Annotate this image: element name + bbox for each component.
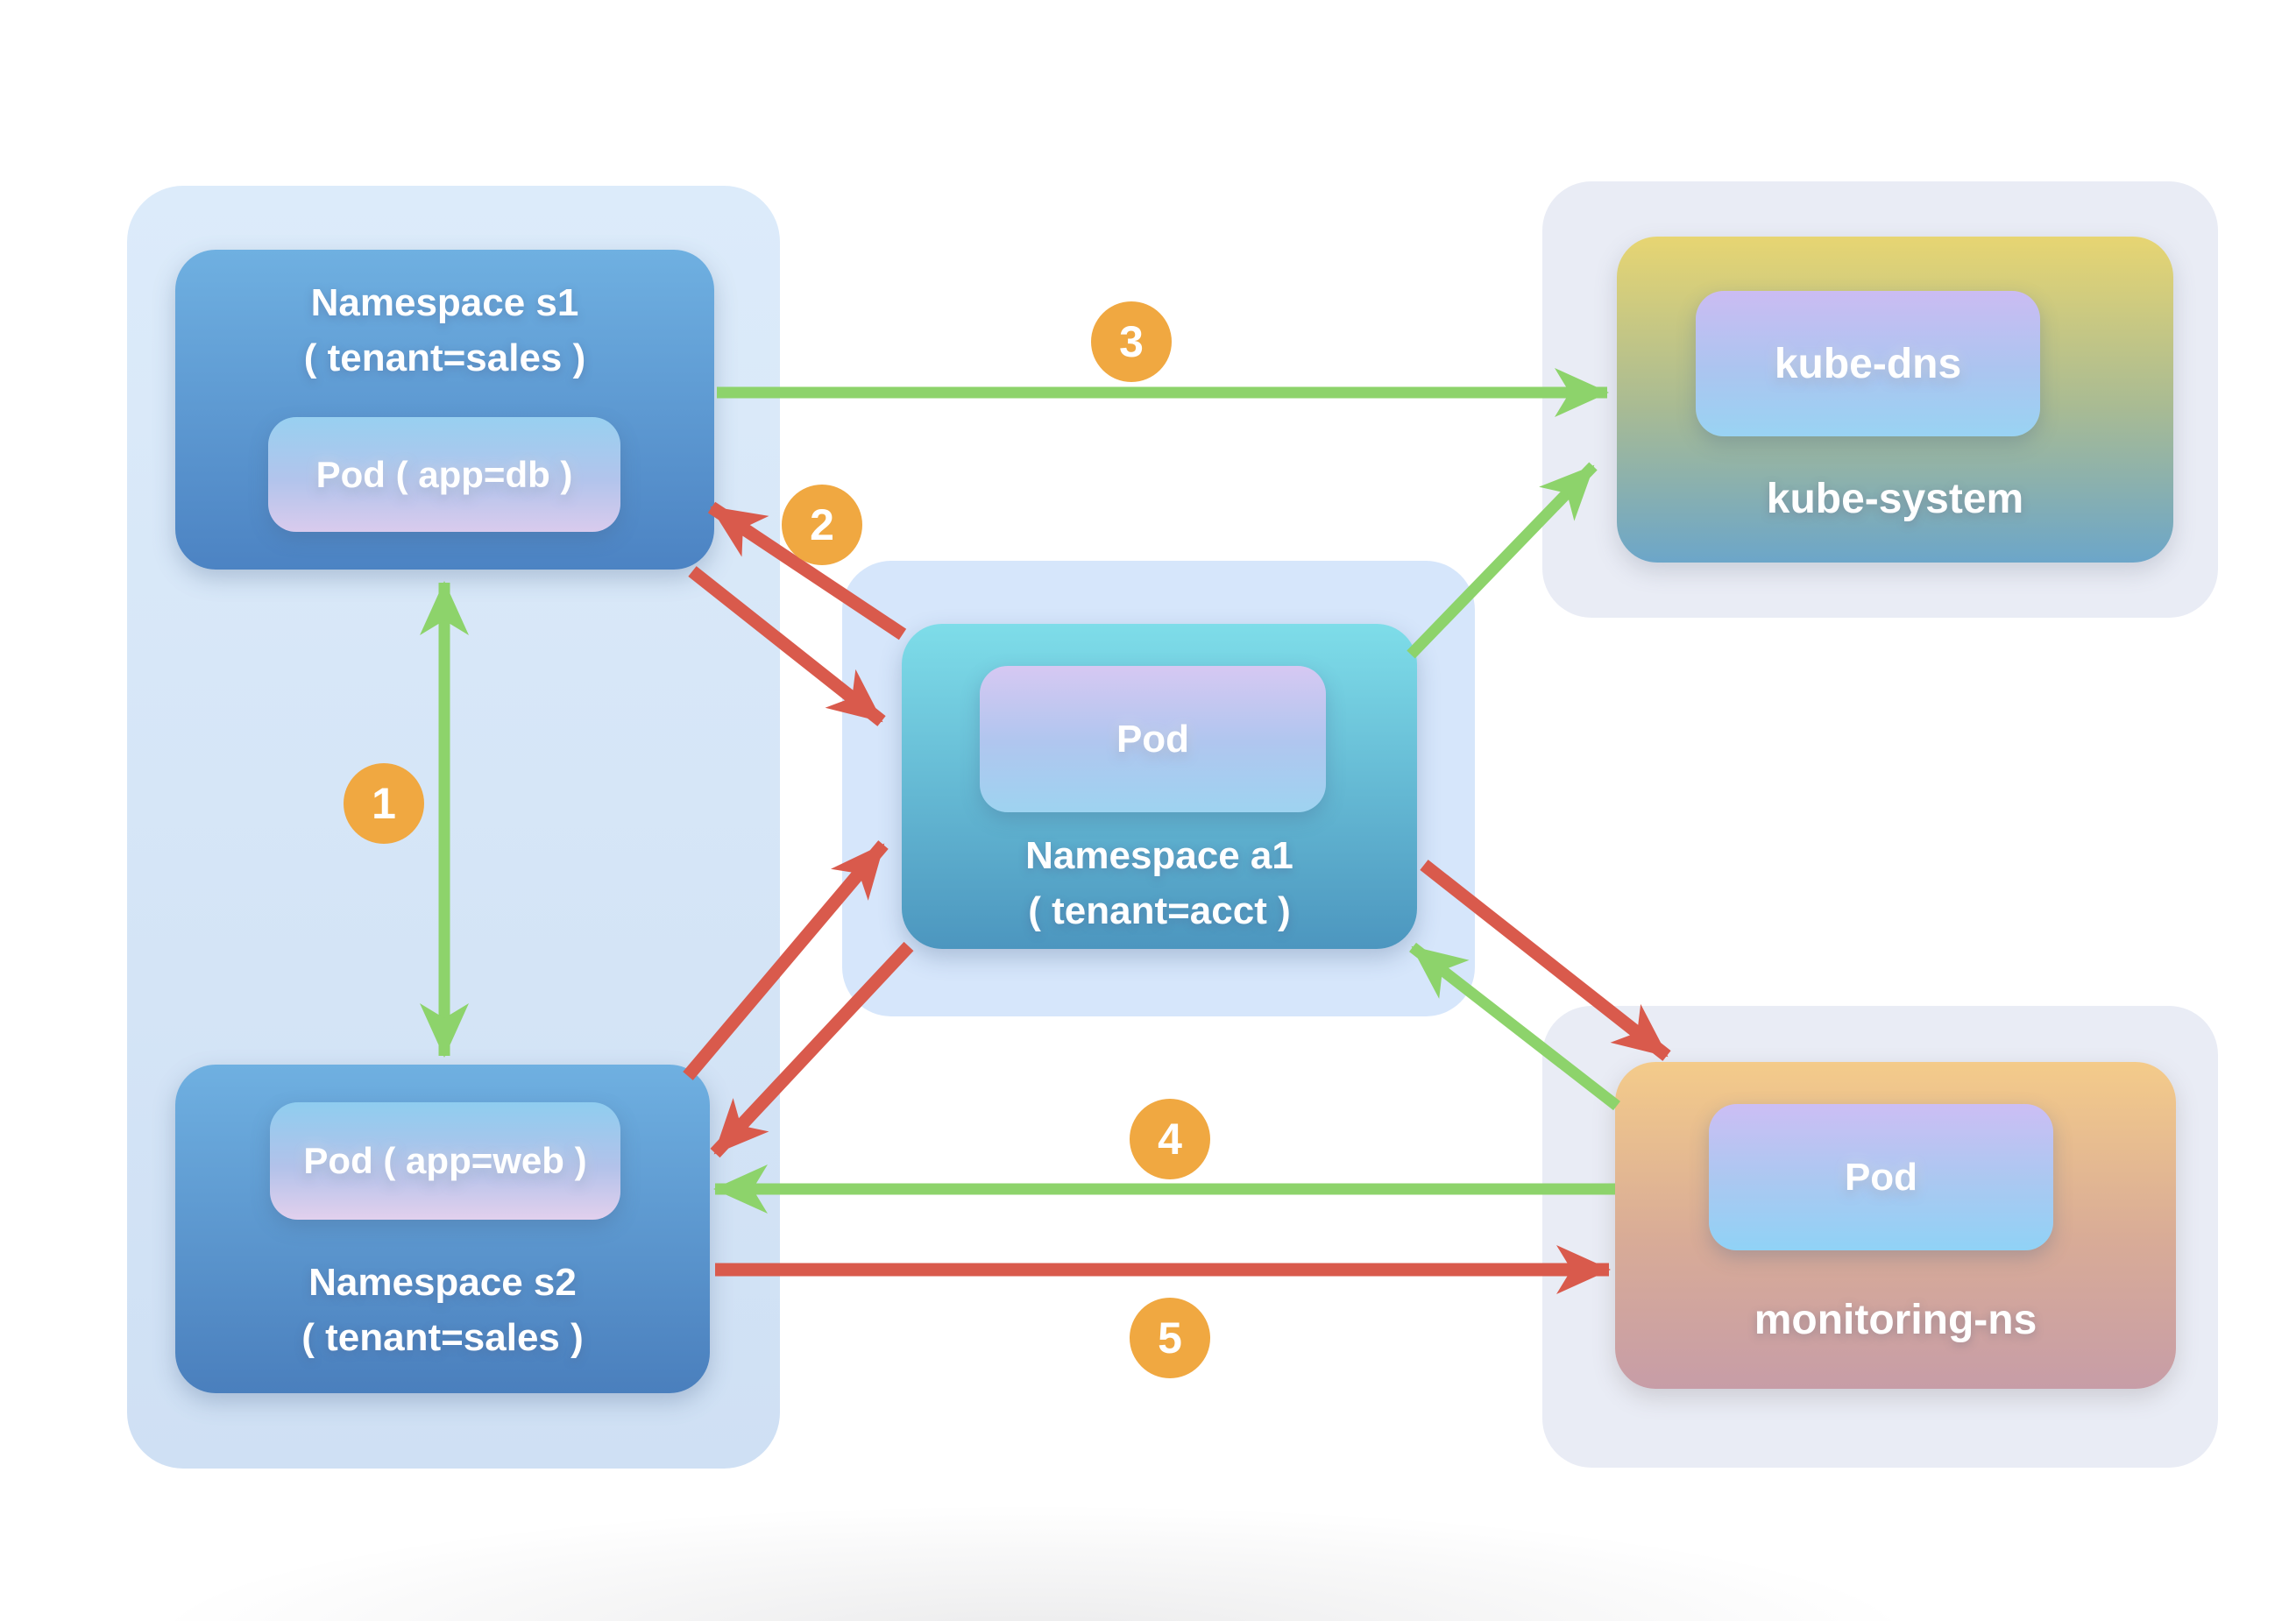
edge-badge-5-number: 5 xyxy=(1158,1313,1182,1363)
node-kube-system: kube-dns kube-system xyxy=(1617,237,2173,563)
namespace-s2-title: Namespace s2 ( tenant=sales ) xyxy=(175,1255,710,1365)
edge-badge-4-number: 4 xyxy=(1158,1115,1182,1164)
namespace-a1-title: Namespace a1 ( tenant=acct ) xyxy=(902,828,1417,938)
namespace-a1-title-line1: Namespace a1 xyxy=(1025,834,1293,877)
edge-badge-2: 2 xyxy=(782,485,862,565)
node-pod-web: Pod ( app=web ) xyxy=(270,1102,620,1220)
kube-dns-label: kube-dns xyxy=(1774,340,1962,387)
edge-badge-4: 4 xyxy=(1130,1099,1210,1179)
namespace-s1-title: Namespace s1 ( tenant=sales ) xyxy=(175,275,714,386)
node-namespace-s2: Pod ( app=web ) Namespace s2 ( tenant=sa… xyxy=(175,1065,710,1393)
edge-badge-1: 1 xyxy=(344,763,424,844)
edge-badge-1-number: 1 xyxy=(372,779,396,828)
edge-badge-2-number: 2 xyxy=(810,500,834,549)
node-namespace-s1: Namespace s1 ( tenant=sales ) Pod ( app=… xyxy=(175,250,714,570)
monitoring-ns-label: monitoring-ns xyxy=(1754,1297,2037,1343)
kube-system-label: kube-system xyxy=(1766,476,2024,522)
namespace-s1-title-line2: ( tenant=sales ) xyxy=(303,336,586,379)
group-tenant-acct: Pod Namespace a1 ( tenant=acct ) xyxy=(842,561,1475,1016)
pod-web-label: Pod ( app=web ) xyxy=(303,1140,587,1181)
namespace-s2-title-line2: ( tenant=sales ) xyxy=(301,1316,584,1359)
node-pod-monitoring: Pod xyxy=(1709,1104,2053,1250)
node-namespace-a1: Pod Namespace a1 ( tenant=acct ) xyxy=(902,624,1417,949)
group-kube-system: kube-dns kube-system xyxy=(1542,181,2218,618)
pod-monitoring-label: Pod xyxy=(1844,1155,1918,1199)
bottom-shadow xyxy=(0,1498,2296,1621)
node-pod-a1: Pod xyxy=(980,666,1326,812)
group-monitoring-ns: Pod monitoring-ns xyxy=(1542,1006,2218,1468)
node-kube-dns: kube-dns xyxy=(1696,291,2040,436)
edge-badge-5: 5 xyxy=(1130,1298,1210,1378)
node-monitoring-ns: Pod monitoring-ns xyxy=(1615,1062,2176,1389)
edge-badge-3-number: 3 xyxy=(1119,317,1144,366)
namespace-s1-title-line1: Namespace s1 xyxy=(310,281,579,324)
namespace-a1-title-line2: ( tenant=acct ) xyxy=(1028,889,1291,932)
pod-db-label: Pod ( app=db ) xyxy=(315,453,573,495)
edge-badge-3: 3 xyxy=(1091,301,1172,382)
node-pod-db: Pod ( app=db ) xyxy=(268,417,620,532)
group-tenant-sales: Namespace s1 ( tenant=sales ) Pod ( app=… xyxy=(127,186,780,1469)
namespace-s2-title-line1: Namespace s2 xyxy=(308,1261,577,1304)
pod-a1-label: Pod xyxy=(1116,717,1190,761)
